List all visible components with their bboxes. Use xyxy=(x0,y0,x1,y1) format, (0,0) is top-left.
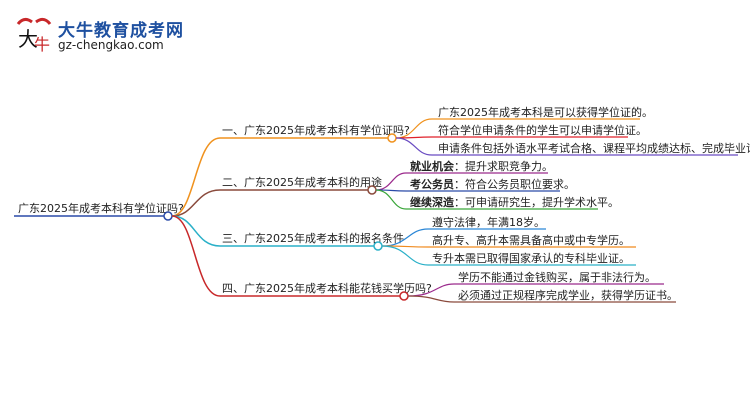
svg-text:高升专、高升本需具备高中或中专学历。: 高升专、高升本需具备高中或中专学历。 xyxy=(432,233,630,247)
branch-3-label: 三、广东2025年成考本科的报名条件 xyxy=(222,231,404,245)
root-node: 广东2025年成考本科有学位证吗? xyxy=(14,201,184,221)
brand-name: 大牛教育成考网 xyxy=(58,21,184,41)
branch-3-item-1: 遵守法律，年满18岁。 xyxy=(428,215,546,230)
branch-3-item-2: 高升专、高升本需具备高中或中专学历。 xyxy=(428,233,636,248)
brand-url: gz-chengkao.com xyxy=(58,38,164,52)
svg-text:考公务员：符合公务员职位要求。: 考公务员：符合公务员职位要求。 xyxy=(410,177,575,191)
svg-text:必须通过正规程序完成学业，获得学历证书。: 必须通过正规程序完成学业，获得学历证书。 xyxy=(458,288,678,302)
svg-text:牛: 牛 xyxy=(34,35,50,54)
branch-4-item-1: 学历不能通过金钱购买，属于非法行为。 xyxy=(454,270,664,285)
svg-text:遵守法律，年满18岁。: 遵守法律，年满18岁。 xyxy=(432,215,545,229)
svg-text:继续深造：可申请研究生，提升学术水平。: 继续深造：可申请研究生，提升学术水平。 xyxy=(410,195,619,209)
branch-4-label: 四、广东2025年成考本科能花钱买学历吗? xyxy=(222,281,432,295)
svg-text:学历不能通过金钱购买，属于非法行为。: 学历不能通过金钱购买，属于非法行为。 xyxy=(458,270,656,284)
branch-2-item-2: 考公务员：符合公务员职位要求。 xyxy=(406,177,575,192)
branch-3-item-3: 专升本需已取得国家承认的专科毕业证。 xyxy=(428,251,636,266)
branch-3: 三、广东2025年成考本科的报名条件 遵守法律，年满18岁。 高升专、高升本需具… xyxy=(220,215,636,266)
branch-4-item-2: 必须通过正规程序完成学业，获得学历证书。 xyxy=(454,288,678,303)
branch-1-item-2: 符合学位申请条件的学生可以申请学位证。 xyxy=(432,123,647,138)
branch-1: 一、广东2025年成考本科有学位证吗? 广东2025年成考本科是可以获得学位证的… xyxy=(220,105,750,156)
root-label: 广东2025年成考本科有学位证吗? xyxy=(18,201,184,215)
brand-logo: 大 牛 大牛教育成考网 gz-chengkao.com xyxy=(14,10,183,60)
branch-4: 四、广东2025年成考本科能花钱买学历吗? 学历不能通过金钱购买，属于非法行为。… xyxy=(220,270,678,303)
branch-2-item-3: 继续深造：可申请研究生，提升学术水平。 xyxy=(406,195,619,210)
root-connector-node xyxy=(163,211,173,221)
branch-1-label: 一、广东2025年成考本科有学位证吗? xyxy=(222,123,410,137)
branch-2-item-1: 就业机会：提升求职竞争力。 xyxy=(406,159,553,174)
svg-text:专升本需已取得国家承认的专科毕业证。: 专升本需已取得国家承认的专科毕业证。 xyxy=(432,251,630,265)
svg-text:就业机会：提升求职竞争力。: 就业机会：提升求职竞争力。 xyxy=(410,159,553,173)
branch-1-item-1: 广东2025年成考本科是可以获得学位证的。 xyxy=(432,105,653,120)
svg-text:申请条件包括外语水平考试合格、课程平均成绩达标、完成毕业论文: 申请条件包括外语水平考试合格、课程平均成绩达标、完成毕业论文。 xyxy=(438,141,750,155)
bull-logo-icon: 大 牛 xyxy=(16,17,52,54)
svg-text:广东2025年成考本科是可以获得学位证的。: 广东2025年成考本科是可以获得学位证的。 xyxy=(438,105,653,119)
branch-2: 二、广东2025年成考本科的用途 就业机会：提升求职竞争力。 考公务员：符合公务… xyxy=(220,159,619,210)
branch-2-label: 二、广东2025年成考本科的用途 xyxy=(222,175,382,189)
svg-text:符合学位申请条件的学生可以申请学位证。: 符合学位申请条件的学生可以申请学位证。 xyxy=(438,123,647,137)
branch-1-item-3: 申请条件包括外语水平考试合格、课程平均成绩达标、完成毕业论文。 xyxy=(432,141,750,156)
svg-text:大: 大 xyxy=(18,27,38,51)
